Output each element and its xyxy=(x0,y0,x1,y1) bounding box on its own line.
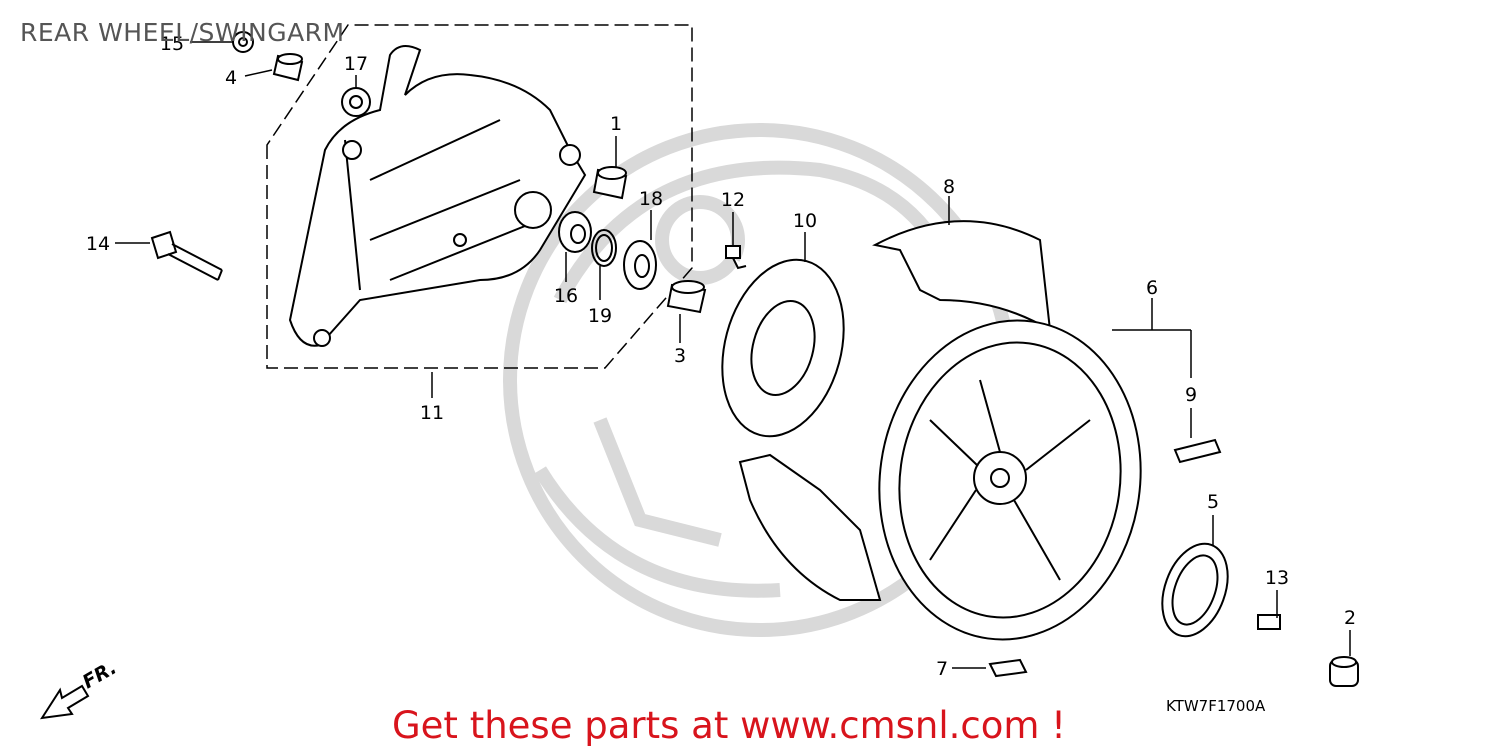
label-part-13[interactable]: 13 xyxy=(1265,567,1289,589)
label-part-3[interactable]: 3 xyxy=(674,345,686,367)
label-part-16[interactable]: 16 xyxy=(554,285,578,307)
label-part-17[interactable]: 17 xyxy=(344,53,368,75)
part-ring-5 xyxy=(1161,542,1229,638)
label-part-11[interactable]: 11 xyxy=(420,402,444,424)
front-direction-arrow-icon xyxy=(39,684,90,720)
label-part-6[interactable]: 6 xyxy=(1146,277,1158,299)
label-part-9[interactable]: 9 xyxy=(1185,384,1197,406)
label-part-14[interactable]: 14 xyxy=(86,233,110,255)
label-part-8[interactable]: 8 xyxy=(943,176,955,198)
part-brake-disc-10 xyxy=(721,258,845,438)
leader-lines xyxy=(115,41,1351,669)
part-bolt-14 xyxy=(150,230,223,281)
part-bearing-17 xyxy=(341,87,371,117)
part-tire-8 xyxy=(738,220,1052,601)
swingarm-assembly-boundary xyxy=(266,24,693,369)
label-part-18[interactable]: 18 xyxy=(639,188,663,210)
part-collar-1 xyxy=(592,166,628,200)
part-collar-2 xyxy=(1329,656,1359,687)
label-part-12[interactable]: 12 xyxy=(721,189,745,211)
swingarm xyxy=(288,45,587,347)
promo-link[interactable]: Get these parts at www.cmsnl.com ! xyxy=(392,704,1067,747)
label-part-2[interactable]: 2 xyxy=(1344,607,1356,629)
part-seal-18 xyxy=(623,240,657,290)
label-part-1[interactable]: 1 xyxy=(610,113,622,135)
part-bolt-12 xyxy=(725,245,747,270)
label-part-19[interactable]: 19 xyxy=(588,305,612,327)
part-bearing-16 xyxy=(558,211,592,253)
diagram-code: KTW7F1700A xyxy=(1166,697,1266,715)
part-circlip-19 xyxy=(591,229,617,267)
part-collar-4 xyxy=(272,53,304,82)
label-part-10[interactable]: 10 xyxy=(793,210,817,232)
label-part-15[interactable]: 15 xyxy=(160,33,184,55)
part-clip-7 xyxy=(988,658,1028,678)
part-screw-13 xyxy=(1257,614,1281,630)
page-title: REAR WHEEL/SWINGARM xyxy=(20,18,345,47)
label-part-4[interactable]: 4 xyxy=(225,67,237,89)
part-wheel-6 xyxy=(878,319,1142,641)
part-valve-9 xyxy=(1173,438,1222,464)
label-part-7[interactable]: 7 xyxy=(936,658,948,680)
label-part-5[interactable]: 5 xyxy=(1207,491,1219,513)
part-collar-3 xyxy=(666,280,707,314)
